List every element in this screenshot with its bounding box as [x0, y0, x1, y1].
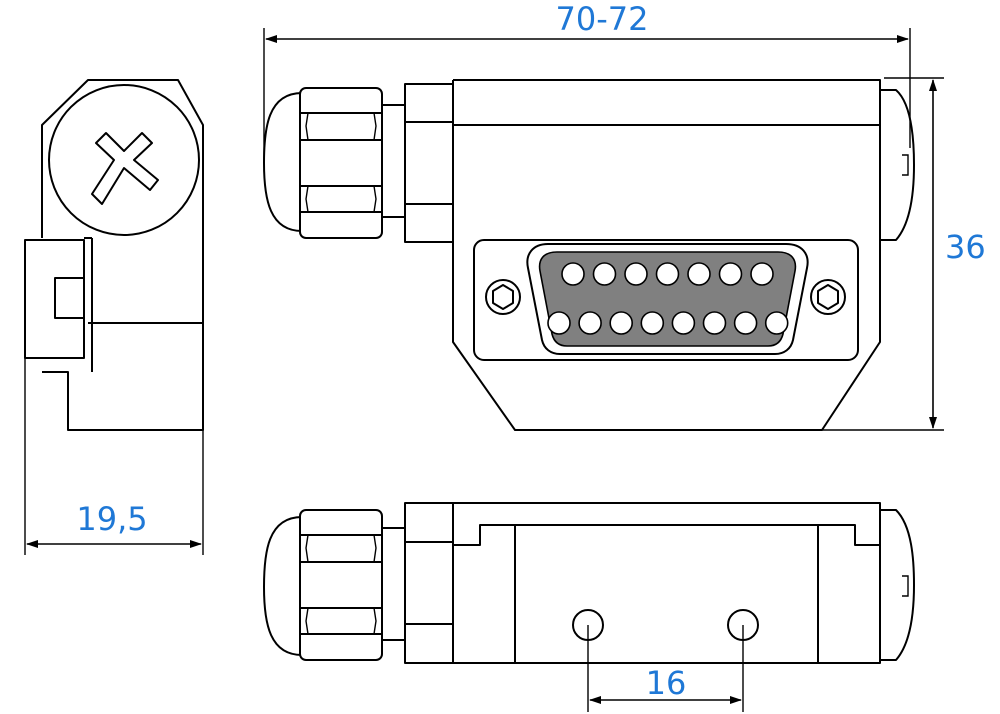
contact-pin	[547, 311, 571, 335]
mounting-screw-right	[810, 279, 846, 315]
cable-gland-dome	[263, 92, 303, 232]
length-dimension-label: 70-72	[556, 0, 649, 38]
contact-pin	[561, 262, 585, 286]
contact-pin	[687, 262, 711, 286]
bottom-view: 16	[263, 502, 915, 712]
contact-pin	[733, 311, 758, 335]
pin-row-bottom	[547, 311, 789, 335]
contact-pin	[640, 311, 665, 335]
contact-pin	[764, 311, 789, 335]
contact-pin	[624, 262, 648, 286]
cable-gland-dome-bottom	[263, 516, 303, 656]
mounting-screw-left	[485, 279, 521, 315]
pin-row-top	[561, 262, 774, 286]
height-dimension-label: 36	[945, 228, 986, 266]
hole-spacing-dimension-label: 16	[646, 664, 687, 702]
contact-pin	[578, 311, 602, 335]
housing-body-bottom	[452, 502, 881, 664]
hex-nut-bottom	[299, 509, 383, 661]
phillips-cross-icon	[91, 132, 159, 205]
contact-pin	[671, 311, 696, 335]
contact-pin	[702, 311, 727, 335]
hex-nut	[299, 87, 383, 239]
front-view: 70-72 36	[263, 0, 986, 431]
connector-flange	[473, 239, 859, 361]
contact-pin	[592, 262, 617, 286]
contact-pin	[609, 311, 634, 335]
screw-head	[48, 84, 200, 236]
width-dimension-label: 19,5	[76, 500, 147, 538]
contact-pin	[718, 262, 743, 286]
collar-nut	[404, 83, 454, 243]
contact-pin	[655, 262, 680, 286]
end-cap	[879, 89, 915, 241]
contact-pin	[750, 262, 774, 286]
side-view: 19,5	[24, 79, 204, 555]
